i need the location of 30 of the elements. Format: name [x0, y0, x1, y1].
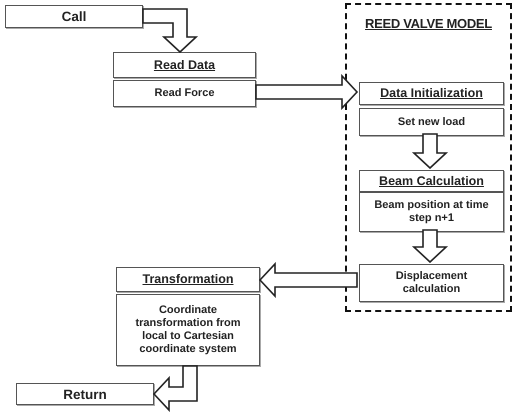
section-title: Data Initialization — [379, 87, 484, 100]
process-box — [359, 264, 504, 302]
block-arrow — [152, 365, 198, 412]
block-arrow — [412, 133, 448, 170]
process-box — [5, 5, 143, 28]
step-text: Displacement calculation — [394, 270, 468, 296]
section-title: Transformation — [142, 273, 234, 286]
section-header-box — [359, 170, 504, 192]
section-header-box — [116, 267, 260, 292]
step-text: Call — [60, 10, 88, 23]
section-title: Beam Calculation — [378, 174, 485, 188]
group-title: REED VALVE MODEL — [364, 17, 493, 30]
process-box — [359, 192, 504, 232]
section-header-box — [113, 52, 256, 78]
process-box — [16, 383, 154, 405]
block-arrow — [142, 8, 198, 54]
step-text: Read Force — [154, 87, 216, 100]
process-box — [113, 80, 256, 107]
block-arrow — [412, 229, 448, 264]
dashed-group-frame — [345, 3, 512, 312]
step-text: Set new load — [396, 116, 466, 128]
process-box — [116, 294, 260, 366]
step-text: Beam position at time step n+1 — [373, 199, 490, 225]
block-arrow — [258, 262, 358, 298]
block-arrow — [255, 74, 358, 110]
section-header-box — [359, 82, 504, 105]
step-text: Return — [62, 388, 108, 400]
step-text: Coordinate transformation from local to Cartesian coordinate system — [134, 304, 242, 356]
process-box — [359, 108, 504, 136]
section-title: Read Data — [152, 58, 216, 72]
